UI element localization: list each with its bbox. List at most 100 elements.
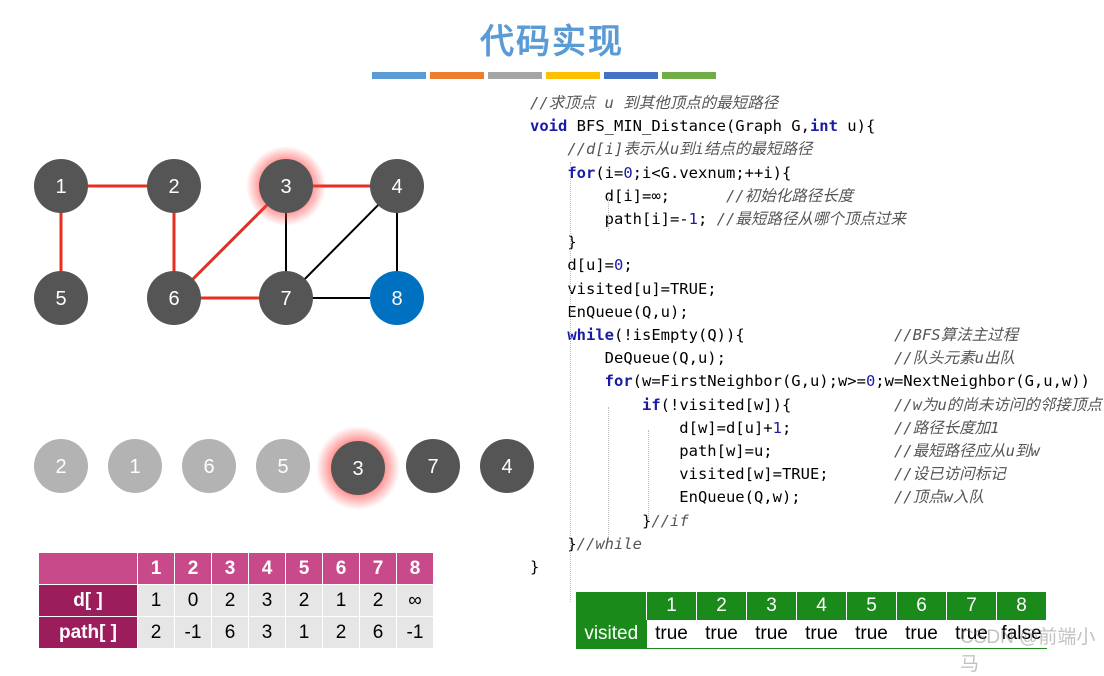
row-header: path[ ] xyxy=(38,616,138,649)
table-cell: true xyxy=(646,620,697,649)
queue-item-6 xyxy=(182,439,236,493)
column-header: 7 xyxy=(359,552,397,585)
column-header: 4 xyxy=(796,592,847,620)
queue-item-5 xyxy=(256,439,310,493)
code-line: void BFS_MIN_Distance(Graph G,int u){ xyxy=(530,117,876,136)
queue-item-label-2: 2 xyxy=(55,456,66,478)
code-line: d[w]=d[u]+1; //路径长度加1 xyxy=(530,418,1000,437)
table-cell: true xyxy=(846,620,897,649)
code-line: //d[i]表示从u到i结点的最短路径 xyxy=(567,140,813,159)
graph-node-4 xyxy=(370,159,424,213)
queue-item-label-1: 1 xyxy=(129,456,140,478)
table-cell: -1 xyxy=(174,616,212,649)
graph-node-2 xyxy=(147,159,201,213)
code-line: visited[w]=TRUE; //设已访问标记 xyxy=(530,465,1006,484)
accent-bar xyxy=(604,72,658,79)
code-line: }//if xyxy=(530,511,689,530)
graph-node-label-6: 6 xyxy=(168,288,179,310)
queue-item-1 xyxy=(108,439,162,493)
column-header: 1 xyxy=(137,552,175,585)
code-block: //求顶点 u 到其他顶点的最短路径 void BFS_MIN_Distance(… xyxy=(526,92,1104,602)
queue-item-7 xyxy=(406,439,460,493)
column-header: 1 xyxy=(646,592,697,620)
code-line: d[u]=0; xyxy=(530,256,633,275)
indent-guide xyxy=(648,430,649,520)
graph-node-1 xyxy=(34,159,88,213)
code-line: //求顶点 u 到其他顶点的最短路径 xyxy=(530,94,779,112)
queue-item-4 xyxy=(480,439,534,493)
column-header: 5 xyxy=(285,552,323,585)
column-header: 3 xyxy=(746,592,797,620)
code-line: d[i]=∞; //初始化路径长度 xyxy=(530,186,854,205)
indent-guide xyxy=(608,197,609,231)
graph-node-label-7: 7 xyxy=(280,288,291,310)
queue-item-label-7: 7 xyxy=(427,456,438,478)
table-cell: -1 xyxy=(396,616,434,649)
table-cell: true xyxy=(946,620,997,649)
code-line: }//while xyxy=(530,534,642,553)
table-cell: true xyxy=(696,620,747,649)
queue-item-label-4: 4 xyxy=(501,456,512,478)
table-cell: 1 xyxy=(285,616,323,649)
table-cell: true xyxy=(796,620,847,649)
code-line: path[w]=u; //最短路径应从u到w xyxy=(530,442,1040,460)
code-line: } xyxy=(530,233,577,252)
code-line: visited[u]=TRUE; xyxy=(530,279,717,298)
table-cell: 1 xyxy=(137,584,175,617)
table-cell: true xyxy=(746,620,797,649)
row-header: visited xyxy=(576,620,647,649)
column-header: 3 xyxy=(211,552,249,585)
table-cell: 2 xyxy=(322,616,360,649)
code-line: path[i]=-1; //最短路径从哪个顶点过来 xyxy=(530,210,906,228)
queue-item-label-3: 3 xyxy=(352,458,363,480)
column-header: 4 xyxy=(248,552,286,585)
column-header: 6 xyxy=(896,592,947,620)
code-line: for(w=FirstNeighbor(G,u);w>=0;w=NextNeig… xyxy=(604,372,1090,391)
graph-node-label-3: 3 xyxy=(280,176,291,198)
code-line: } xyxy=(530,558,540,576)
column-header: 8 xyxy=(996,592,1047,620)
table-cell: 2 xyxy=(137,616,175,649)
table-cell: 3 xyxy=(248,584,286,617)
code-line: while(!isEmpty(Q)){ //BFS算法主过程 xyxy=(567,326,1019,344)
table-cell: 6 xyxy=(211,616,249,649)
graph-node-label-2: 2 xyxy=(168,176,179,198)
column-header: 2 xyxy=(696,592,747,620)
table-cell: true xyxy=(896,620,947,649)
page-title: 代码实现 xyxy=(480,22,624,62)
table-cell: 1 xyxy=(322,584,360,617)
watermark: CSDN @前端小马 xyxy=(960,627,1096,675)
graph-node-5 xyxy=(34,271,88,325)
queue-item-3 xyxy=(331,441,385,495)
indent-guide xyxy=(570,162,571,602)
column-header: 2 xyxy=(174,552,212,585)
graph-node-3 xyxy=(259,159,313,213)
graph-node-6 xyxy=(147,271,201,325)
accent-bar xyxy=(546,72,600,79)
table-corner xyxy=(576,592,647,620)
column-header: 7 xyxy=(946,592,997,620)
queue-item-2 xyxy=(34,439,88,493)
table-cell: 2 xyxy=(285,584,323,617)
code-line: if(!visited[w]){ //w为u的尚未访问的邻接顶点 xyxy=(641,395,1102,414)
graph-node-label-4: 4 xyxy=(391,176,402,198)
accent-bar xyxy=(372,72,426,79)
table-cell: ∞ xyxy=(396,584,434,617)
accent-bars xyxy=(372,72,716,79)
graph-node-label-5: 5 xyxy=(55,288,66,310)
table-cell: 2 xyxy=(359,584,397,617)
table-cell: 6 xyxy=(359,616,397,649)
code-line: DeQueue(Q,u); //队头元素u出队 xyxy=(530,349,1015,368)
indent-guide xyxy=(608,407,609,537)
queue-item-label-5: 5 xyxy=(277,456,288,478)
code-line: EnQueue(Q,u); xyxy=(530,302,689,321)
graph-node-label-1: 1 xyxy=(55,176,66,198)
code-line: EnQueue(Q,w); //顶点w入队 xyxy=(530,488,984,507)
table-cell: 3 xyxy=(248,616,286,649)
